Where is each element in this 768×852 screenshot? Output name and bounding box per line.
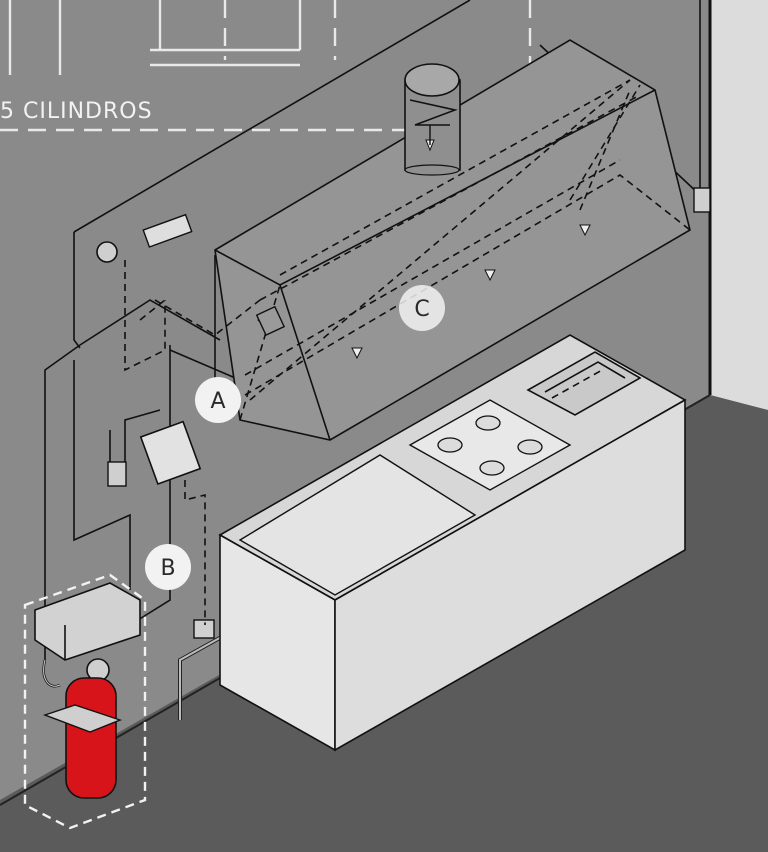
alarm-bell-icon xyxy=(96,241,118,263)
burner-1 xyxy=(437,437,463,453)
griddle xyxy=(238,454,477,596)
cylinders-caption: 5 CILINDROS xyxy=(0,99,153,124)
agent-cylinder xyxy=(65,677,117,799)
marker-a: A xyxy=(195,377,241,423)
fryer xyxy=(526,351,642,416)
warning-light xyxy=(142,213,193,248)
cylinder-bracket xyxy=(42,704,123,733)
nozzle-1 xyxy=(351,347,363,360)
detection-wiring xyxy=(124,260,261,625)
exhaust-hood xyxy=(214,39,691,441)
side-wall-switch xyxy=(693,187,711,213)
cooking-counter xyxy=(218,334,687,752)
control-panel xyxy=(139,420,202,486)
release-module xyxy=(34,582,141,661)
counter-side xyxy=(334,398,686,752)
fusible-link xyxy=(255,305,286,337)
burner-2 xyxy=(475,415,501,431)
nozzle-3 xyxy=(579,224,591,237)
burner-3 xyxy=(479,460,505,476)
manual-pull-station xyxy=(107,461,127,487)
marker-c-label: C xyxy=(414,297,429,322)
marker-c: C xyxy=(399,285,445,331)
burner-4 xyxy=(517,439,543,455)
agent-tank-enclosure xyxy=(23,573,147,830)
marker-b: B xyxy=(145,544,191,590)
wall-devices xyxy=(96,187,711,639)
marker-a-label: A xyxy=(210,389,225,414)
gas-valve-box xyxy=(193,619,215,639)
nozzles xyxy=(255,224,591,360)
side-wall xyxy=(710,0,768,410)
exhaust-duct xyxy=(404,63,461,176)
cooktop xyxy=(408,399,572,491)
nozzle-2 xyxy=(484,269,496,282)
marker-b-label: B xyxy=(160,556,175,581)
